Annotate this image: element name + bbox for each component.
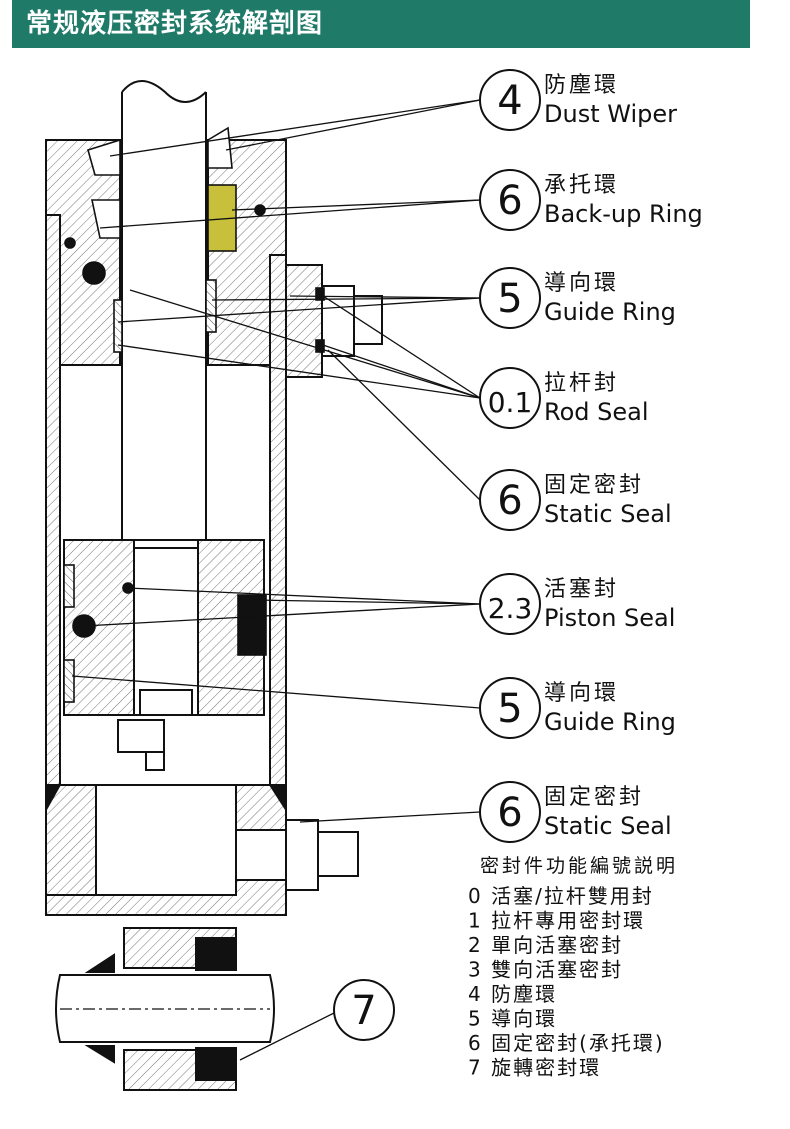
- callout-circle: [479, 469, 541, 531]
- legend-item: 6 固定密封(承托環): [468, 1031, 665, 1055]
- callout-circle: [479, 267, 541, 329]
- leader-line: [117, 297, 481, 323]
- callout-code: 6: [497, 790, 522, 836]
- legend-item: 5 導向環: [468, 1007, 557, 1031]
- leader-line: [319, 293, 481, 399]
- legend-item: 7 旋轉密封環: [468, 1056, 601, 1080]
- leader-line: [299, 811, 481, 823]
- header-bar: 常规液压密封系统解剖图: [12, 0, 750, 48]
- leader-line: [289, 295, 481, 299]
- callout-circle: [479, 677, 541, 739]
- callout-label-zh: 導向環: [544, 271, 619, 296]
- legend-item: 3 雙向活塞密封: [468, 958, 623, 982]
- leader-line: [327, 349, 481, 501]
- legend-item: 1 拉杆專用密封環: [468, 909, 645, 933]
- page-title: 常规液压密封系统解剖图: [26, 9, 324, 39]
- callout-label-en: Guide Ring: [544, 708, 676, 736]
- callout-code: 7: [351, 988, 376, 1034]
- callout-label-zh: 固定密封: [544, 473, 644, 498]
- callout-label-en: Static Seal: [544, 500, 672, 528]
- legend-title: 密封件功能編號説明: [480, 855, 678, 877]
- callout-circle: [479, 169, 541, 231]
- legend-item: 4 防塵環: [468, 982, 557, 1006]
- callout-circle: [333, 979, 395, 1041]
- rotary-seal-figure: [55, 927, 275, 1091]
- leader-line: [231, 199, 481, 211]
- callout-circle: [479, 573, 541, 635]
- leader-line: [71, 675, 481, 709]
- callout-label-en: Back-up Ring: [544, 200, 703, 228]
- callout-label-zh: 活塞封: [544, 577, 619, 602]
- leader-line: [99, 199, 481, 229]
- callout-code: 2.3: [488, 592, 533, 625]
- callout-code: 5: [497, 276, 522, 322]
- leader-lines: [71, 99, 481, 823]
- legend-item: 2 單向活塞密封: [468, 933, 623, 957]
- callout-label-en: Piston Seal: [544, 604, 675, 632]
- callout-label-en: Guide Ring: [544, 298, 676, 326]
- callout-code: 0.1: [488, 386, 533, 419]
- callout-code: 5: [497, 686, 522, 732]
- callout-label-zh: 承托環: [544, 173, 619, 198]
- legend-item: 0 活塞/拉杆雙用封: [468, 884, 654, 908]
- callout-circle: [479, 367, 541, 429]
- callout-label-zh: 固定密封: [544, 785, 644, 810]
- leader-line: [109, 99, 481, 157]
- callout-label-zh: 導向環: [544, 681, 619, 706]
- callout-label-en: Rod Seal: [544, 398, 649, 426]
- callout-rotary: 7: [239, 979, 395, 1061]
- callout-label-en: Dust Wiper: [544, 100, 677, 128]
- callout-code: 4: [497, 78, 522, 124]
- leader-line: [319, 343, 481, 399]
- leader-line: [225, 99, 481, 151]
- leader-line: [129, 289, 481, 399]
- cylinder-body: [45, 80, 383, 916]
- leader-line: [211, 297, 481, 301]
- callout-label-zh: 防塵環: [544, 73, 619, 98]
- callout-circle: [479, 69, 541, 131]
- leader-line: [83, 603, 481, 627]
- callout-code: 6: [497, 178, 522, 224]
- leader-line: [127, 587, 481, 605]
- leader-line: [251, 599, 481, 605]
- callout-label-zh: 拉杆封: [544, 371, 619, 396]
- leader-line: [117, 344, 481, 399]
- callout-code: 6: [497, 478, 522, 524]
- seal-elements: [45, 126, 325, 814]
- callout-label-en: Static Seal: [544, 812, 672, 840]
- callout-circle: [479, 781, 541, 843]
